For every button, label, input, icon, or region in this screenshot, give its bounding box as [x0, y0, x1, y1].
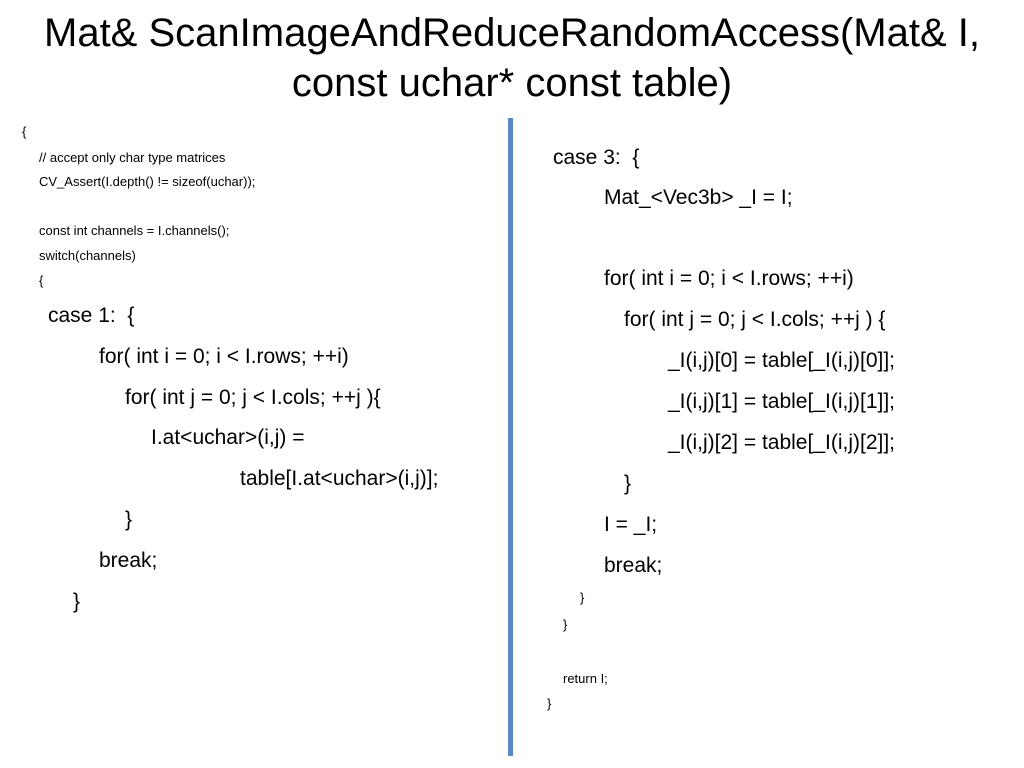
slide-title: Mat& ScanImageAndReduceRandomAccess(Mat&… [0, 8, 1024, 108]
code-line: } [580, 590, 585, 605]
code-line: const int channels = I.channels(); [39, 223, 230, 238]
title-line-2: const uchar* const table) [291, 61, 733, 105]
code-line: } [73, 590, 81, 613]
code-line: { [39, 273, 44, 288]
code-line: I = _I; [604, 513, 658, 536]
code-line: for( int j = 0; j < I.cols; ++j ) { [624, 308, 886, 331]
column-divider [508, 118, 513, 756]
code-line: table[I.at<uchar>(i,j)]; [240, 467, 439, 490]
code-line: } [547, 696, 552, 711]
code-line: break; [99, 549, 158, 572]
code-comment: // accept only char type matrices [39, 150, 226, 165]
code-line: return I; [563, 671, 608, 686]
code-line-case: case 3: { [553, 146, 640, 169]
code-line: { [22, 124, 27, 139]
code-line: for( int j = 0; j < I.cols; ++j ){ [125, 386, 381, 409]
title-line-1: Mat& ScanImageAndReduceRandomAccess(Mat&… [44, 11, 980, 55]
code-line: CV_Assert(I.depth() != sizeof(uchar)); [39, 174, 256, 189]
code-line: for( int i = 0; i < I.rows; ++i) [99, 345, 349, 368]
code-line: I.at<uchar>(i,j) = [151, 426, 305, 449]
code-line: } [125, 508, 133, 531]
code-line: _I(i,j)[2] = table[_I(i,j)[2]]; [668, 431, 896, 454]
code-line-case: case 1: { [48, 304, 135, 327]
code-line: Mat_<Vec3b> _I = I; [604, 186, 793, 209]
code-line: switch(channels) [39, 248, 136, 263]
code-line: for( int i = 0; i < I.rows; ++i) [604, 267, 854, 290]
code-line: break; [604, 554, 663, 577]
code-line: } [624, 472, 632, 495]
code-line: _I(i,j)[0] = table[_I(i,j)[0]]; [668, 349, 896, 372]
code-line: _I(i,j)[1] = table[_I(i,j)[1]]; [668, 390, 896, 413]
code-line: } [563, 617, 568, 632]
